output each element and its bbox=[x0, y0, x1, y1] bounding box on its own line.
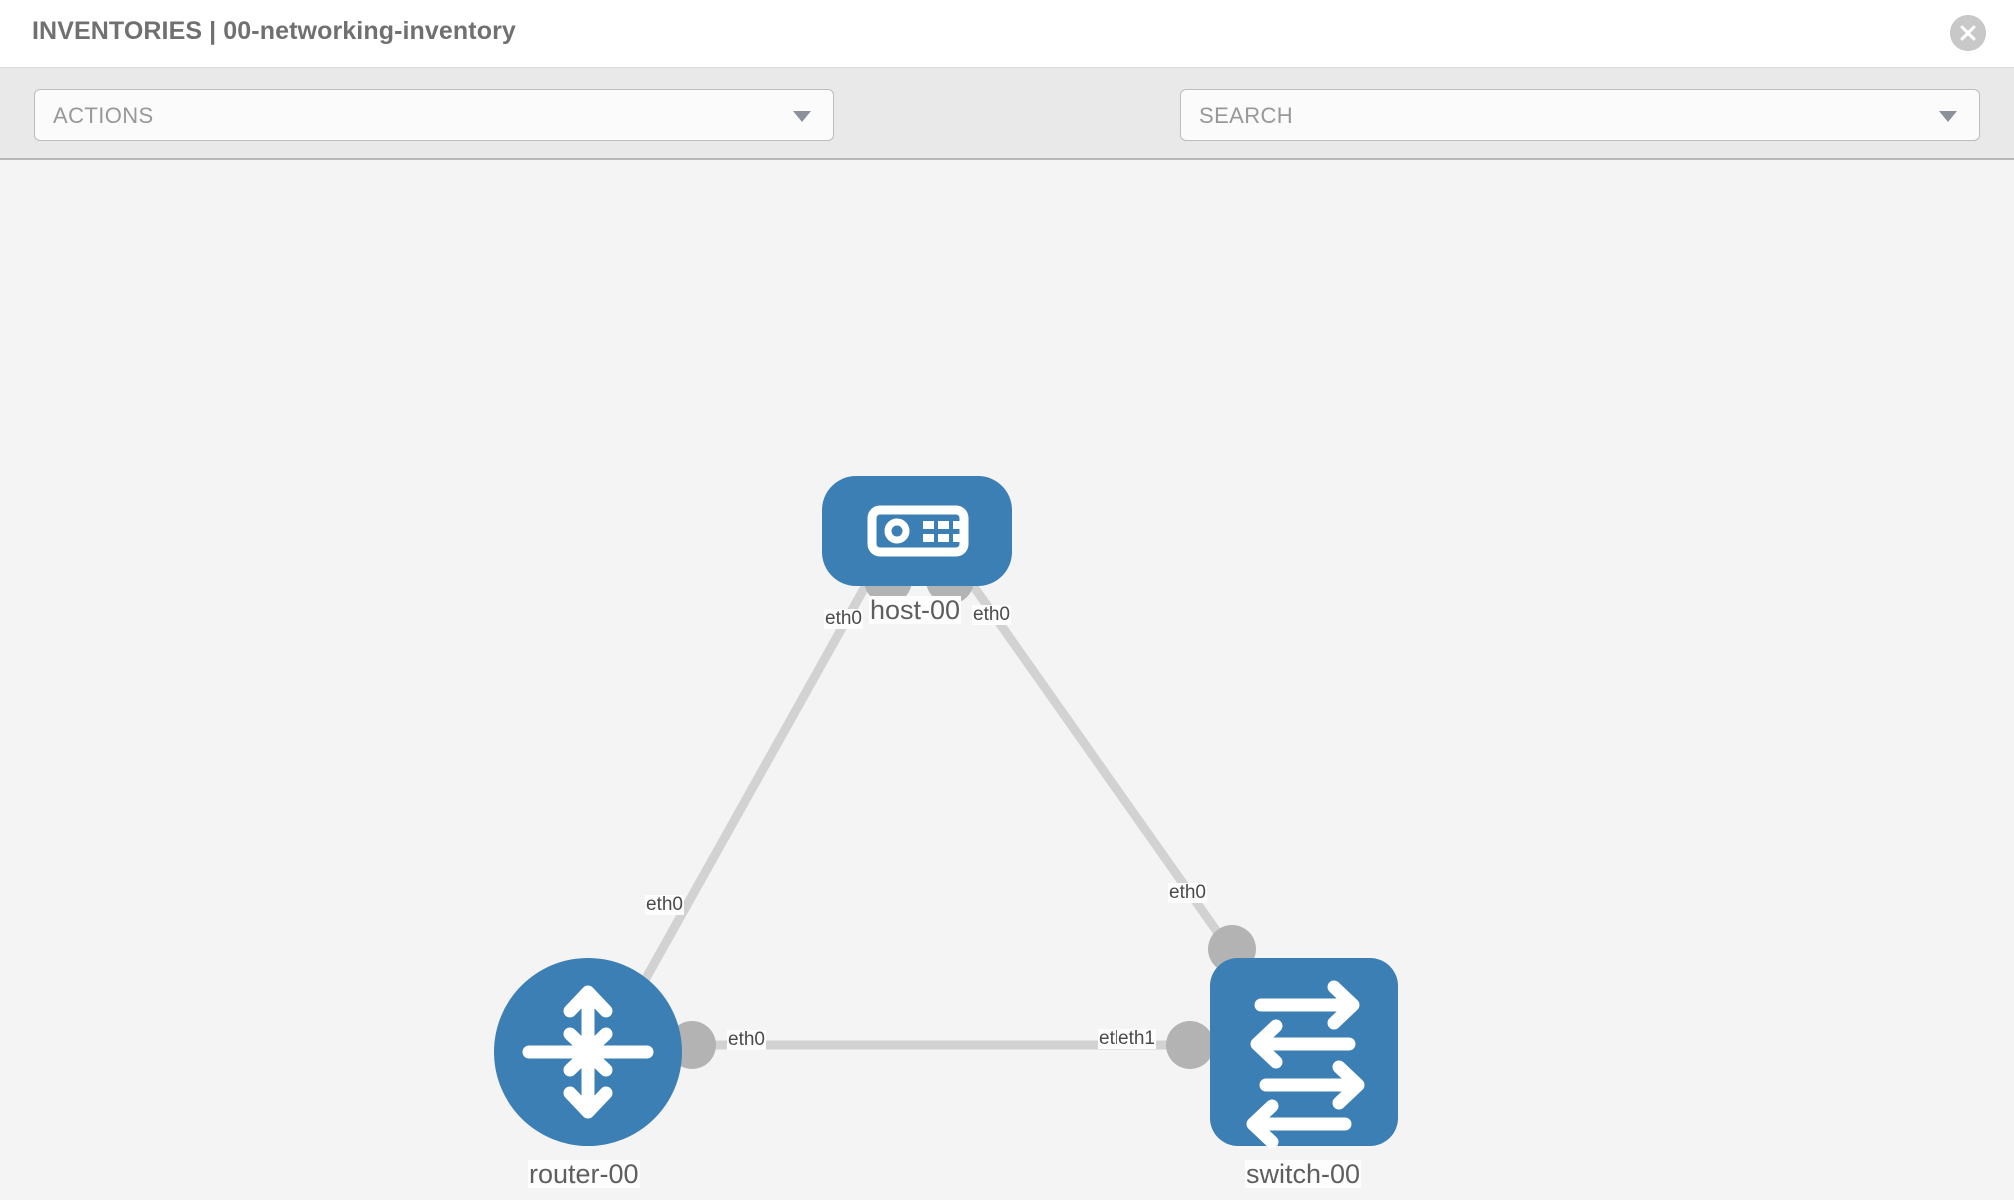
server-icon bbox=[867, 505, 969, 557]
node-switch-00 bbox=[1210, 958, 1398, 1149]
close-button[interactable] bbox=[1950, 15, 1986, 51]
node-label-host-00: host-00 bbox=[869, 595, 962, 625]
actions-dropdown-label: ACTIONS bbox=[53, 103, 154, 128]
node-router-00 bbox=[494, 958, 682, 1146]
edge-host-router bbox=[641, 557, 884, 983]
actions-dropdown[interactable]: ACTIONS bbox=[34, 89, 834, 141]
chevron-down-icon bbox=[793, 111, 811, 122]
topology-graph bbox=[494, 476, 1398, 1149]
search-placeholder: SEARCH bbox=[1199, 103, 1294, 128]
connector-switch-left bbox=[1166, 1021, 1214, 1069]
switch-arrows-icon bbox=[1246, 980, 1365, 1149]
topology-connectors bbox=[668, 556, 1256, 1069]
iface-label: eth1 bbox=[1117, 1028, 1156, 1049]
node-host-00 bbox=[822, 476, 1012, 586]
router-arrows-icon bbox=[522, 985, 654, 1119]
iface-label: eth0 bbox=[972, 604, 1011, 625]
search-input[interactable]: SEARCH bbox=[1180, 89, 1980, 141]
iface-label: eth0 bbox=[645, 894, 684, 915]
chevron-down-icon bbox=[1939, 111, 1957, 122]
node-label-router-00: router-00 bbox=[528, 1159, 640, 1189]
iface-label: eth0 bbox=[727, 1029, 766, 1050]
topology-edges bbox=[641, 557, 1234, 1050]
page-header: INVENTORIES | 00-networking-inventory bbox=[0, 0, 2014, 68]
page-title: INVENTORIES | 00-networking-inventory bbox=[32, 17, 516, 45]
close-icon bbox=[1950, 15, 1986, 51]
topology-canvas[interactable]: host-00 router-00 switch-00 eth0 eth0 et… bbox=[0, 160, 2014, 1200]
node-label-switch-00: switch-00 bbox=[1245, 1159, 1362, 1189]
toolbar: ACTIONS SEARCH bbox=[0, 68, 2014, 199]
iface-label: eth0 bbox=[1168, 882, 1207, 903]
iface-label: eth0 bbox=[824, 608, 863, 629]
